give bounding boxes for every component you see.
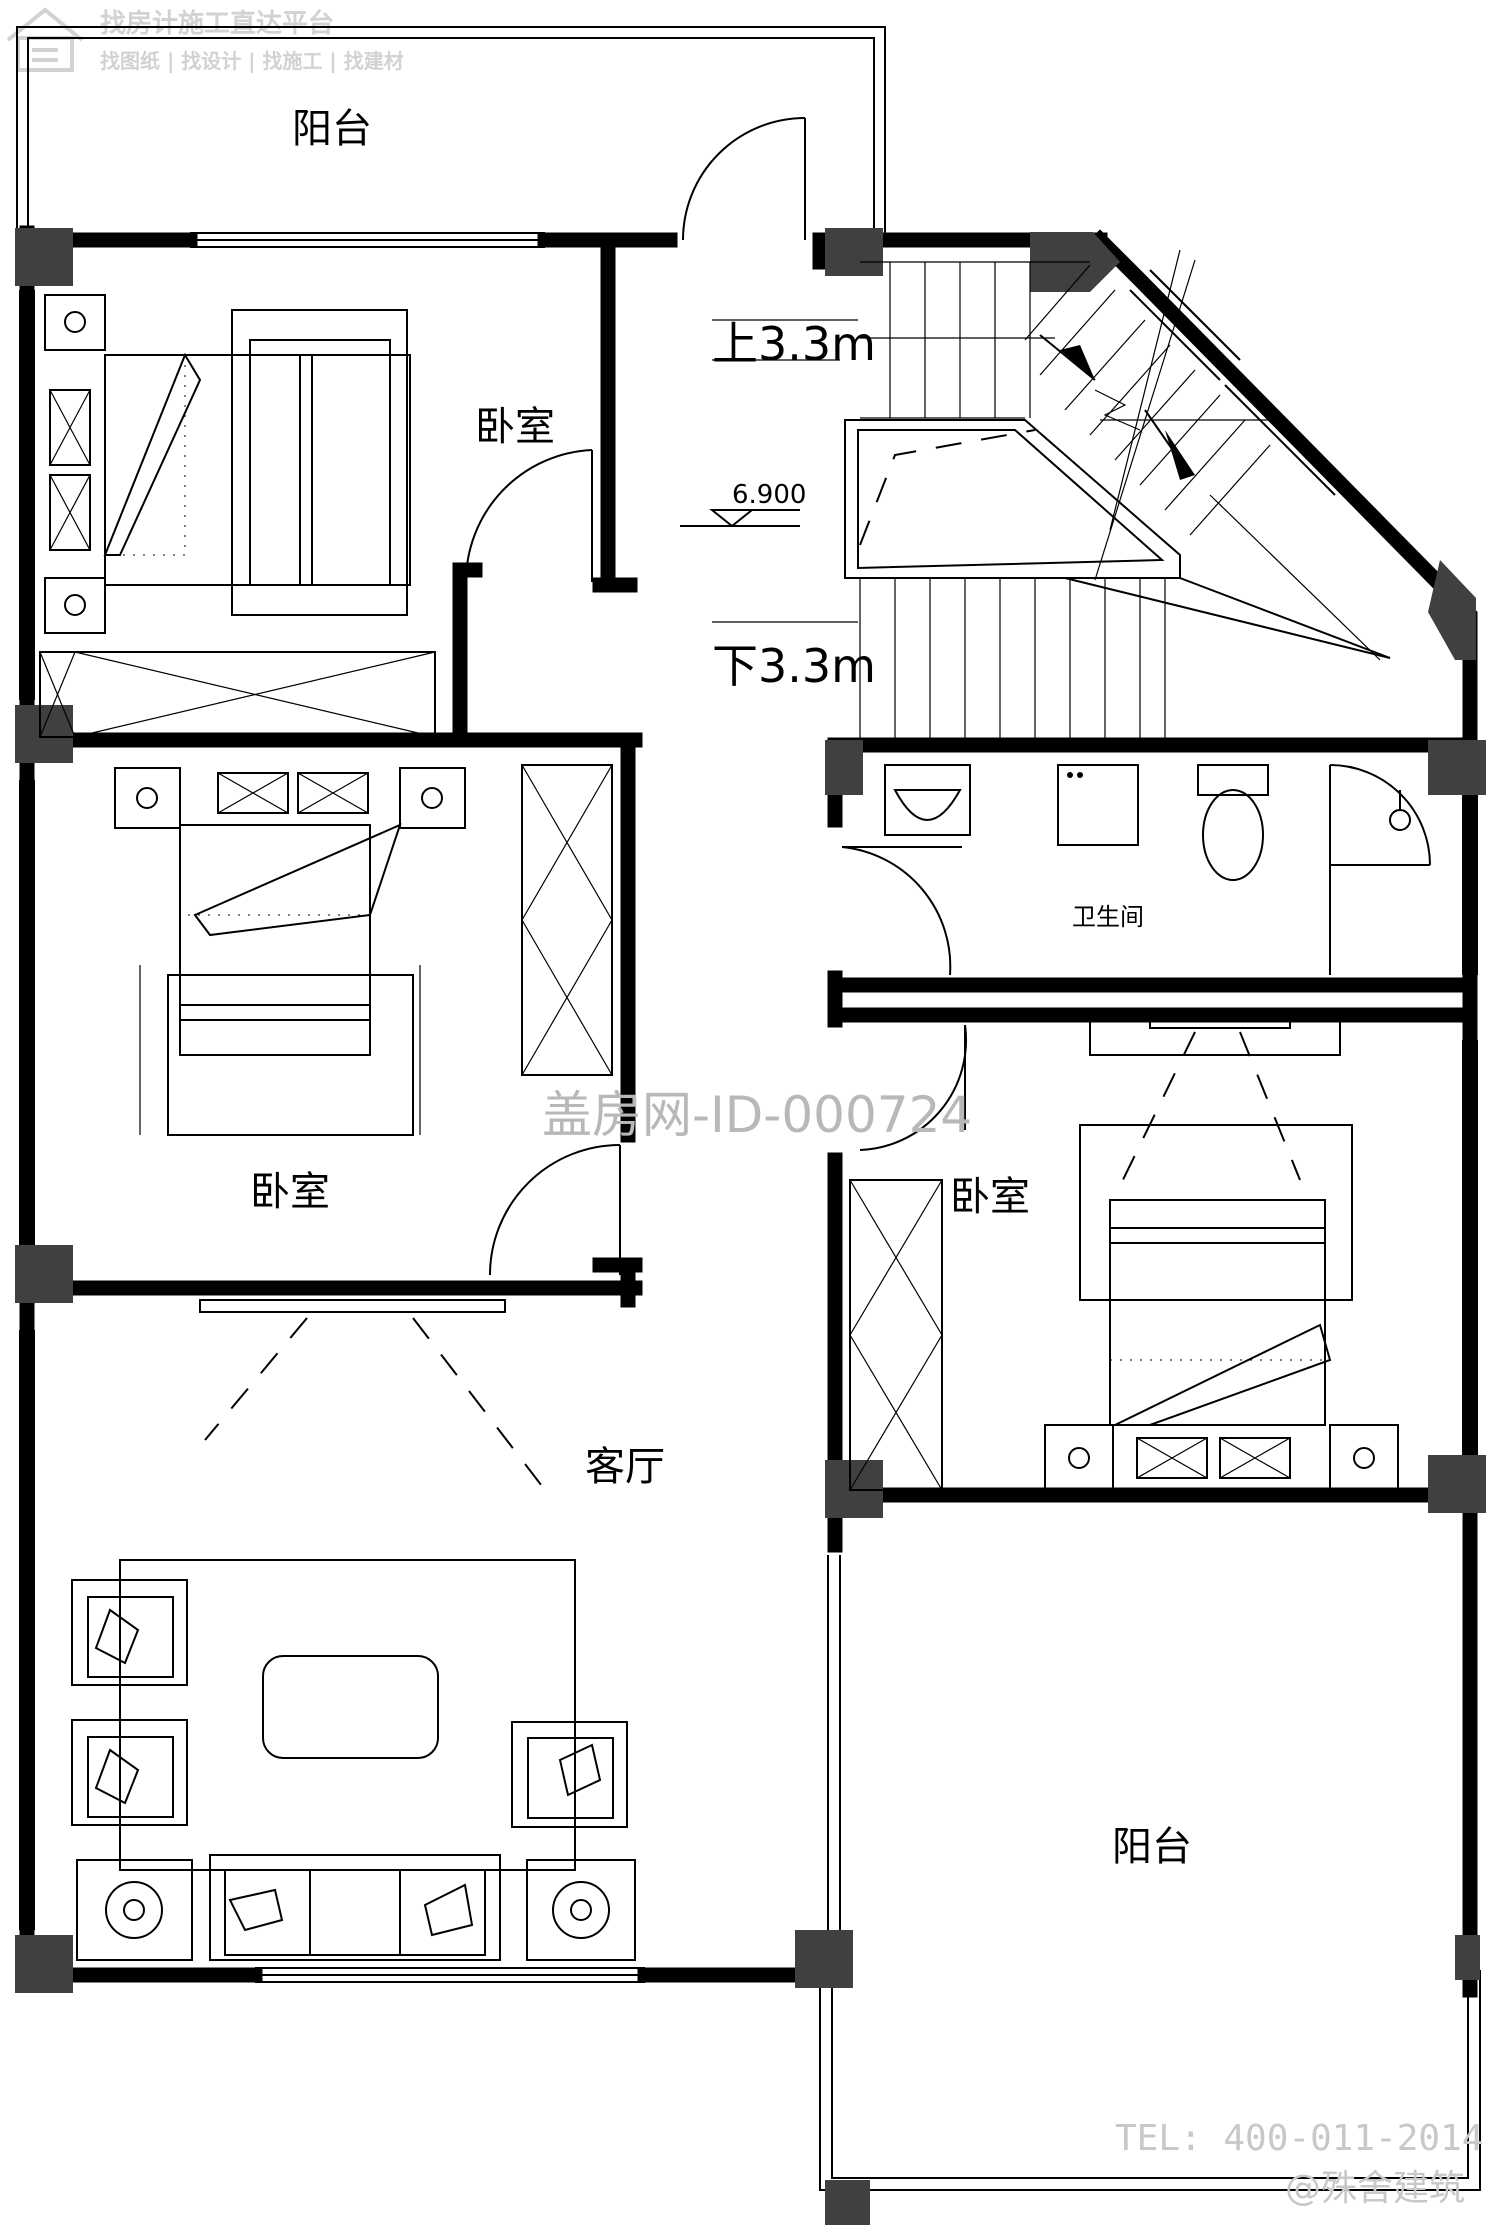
wardrobe-e: [849, 1179, 943, 1491]
room-label-bedroom-w: 卧室: [250, 1169, 330, 1215]
logo-subtitle: 找图纸 | 找设计 | 找施工 | 找建材: [100, 49, 404, 73]
window-living-south: [255, 1967, 645, 1983]
room-label-living-room: 客厅: [585, 1444, 665, 1490]
stair-break-lines: [1094, 249, 1181, 531]
pillows-w: [217, 772, 369, 814]
se-balcony-railing: [819, 1970, 1481, 2191]
room-label-bedroom-nw: 卧室: [475, 404, 555, 450]
nw-bedroom-furniture: [39, 294, 436, 738]
stair-treads-diagonal: [1024, 259, 1381, 661]
stair-arrow-icon: [1039, 334, 1195, 480]
window-west-2: [19, 780, 35, 1245]
tv-view-lines-e: [1117, 1031, 1301, 1191]
bed-nw: [103, 309, 411, 616]
staircase: 上3.3m 下3.3m: [712, 249, 1391, 740]
elevation-value: 6.900: [732, 480, 806, 510]
watermark-id: 盖房网-ID-000724: [542, 1086, 972, 1144]
room-label-bedroom-e: 卧室: [950, 1174, 1030, 1220]
window-east-bath: [1462, 780, 1478, 975]
watermark-logo: 找房计施工直达平台 找图纸 | 找设计 | 找施工 | 找建材: [6, 7, 404, 73]
windows: [19, 232, 1478, 1983]
stair-down-label: 下3.3m: [712, 639, 876, 693]
w-bedroom-furniture: [114, 764, 613, 1136]
house-icon: [6, 7, 84, 72]
door-bathroom: [841, 846, 962, 976]
washbasin: [884, 764, 971, 836]
door-nw-bedroom: [464, 449, 593, 583]
door-e-bedroom: [859, 1024, 968, 1151]
door-shower: [1329, 764, 1431, 975]
room-label-balcony-se: 阳台: [1112, 1824, 1192, 1870]
watermark-tel: TEL: 400-011-2014: [1115, 2118, 1483, 2159]
nightstand-right: [399, 767, 466, 829]
window-east-bed: [1462, 1040, 1478, 1470]
room-label-balcony-top: 阳台: [292, 106, 372, 152]
nightstand-e-right: [1329, 1424, 1399, 1491]
nightstand-left: [114, 767, 181, 829]
room-label-bathroom: 卫生间: [1072, 903, 1144, 931]
stair-landing: [844, 419, 1391, 659]
room-labels: 阳台 卧室 卧室 卧室 卫生间 客厅 阳台: [250, 106, 1192, 1870]
window-west-3: [19, 1330, 35, 1930]
bed-w: [139, 823, 421, 1136]
nightstand-top: [44, 294, 106, 351]
stair-treads-lower: [859, 578, 1166, 740]
coffee-table: [262, 1655, 439, 1759]
window-west-1: [19, 290, 35, 700]
watermark-credit: @殊舍建筑: [1285, 2168, 1465, 2209]
bed-e: [1079, 1124, 1353, 1426]
living-room-furniture: [71, 1299, 636, 1961]
pillows-e: [1136, 1437, 1291, 1479]
logo-title: 找房计施工直达平台: [100, 8, 334, 39]
armchair-1: [71, 1579, 188, 1686]
door-top-balcony: [682, 117, 806, 241]
sliding-door-living: [827, 1555, 841, 1965]
door-w-bedroom: [489, 1144, 621, 1276]
stair-treads-upper: [860, 261, 1090, 419]
wardrobe-nw: [39, 651, 436, 738]
e-bedroom-furniture: [849, 1014, 1399, 1491]
nightstand-bottom: [44, 577, 106, 634]
washer: [1057, 764, 1139, 846]
top-balcony-railing: [16, 26, 886, 233]
stair-up-label: 上3.3m: [712, 317, 876, 371]
columns: [15, 228, 1486, 2225]
window-stair-diag-2: [1224, 374, 1346, 496]
toilet: [1197, 764, 1269, 881]
side-table-left: [76, 1859, 193, 1961]
stair-label-lines: [712, 319, 858, 623]
shower-head: [1389, 790, 1411, 831]
armchair-3: [511, 1721, 628, 1828]
armchair-2: [71, 1719, 188, 1826]
nightstand-e-left: [1044, 1424, 1114, 1491]
window-nw-north: [190, 232, 545, 248]
carpet: [119, 1559, 576, 1871]
pillows-nw: [49, 389, 91, 551]
tv-console: [199, 1299, 506, 1313]
wardrobe-w: [521, 764, 613, 1076]
elevation-marker: 6.900: [680, 480, 806, 528]
tv-console-e: [1089, 1014, 1341, 1056]
bathroom-fixtures: [884, 764, 1411, 881]
sofa: [209, 1854, 501, 1961]
tv-view-lines: [204, 1317, 546, 1491]
side-table-right: [526, 1859, 636, 1961]
window-stair-diag: [1129, 269, 1241, 381]
